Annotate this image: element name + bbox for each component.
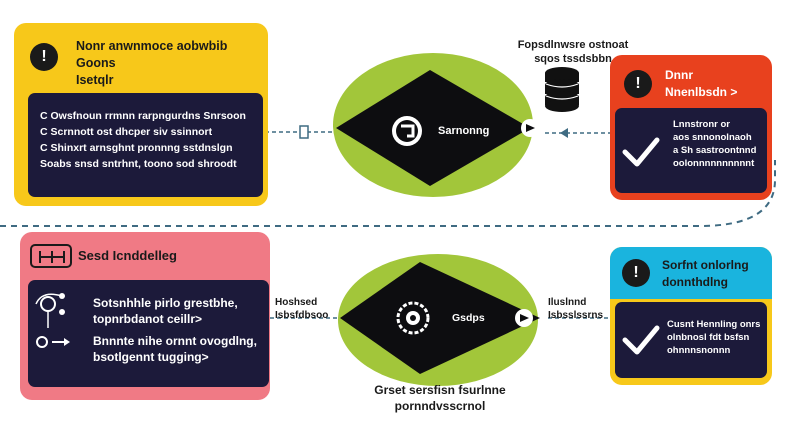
dashed-separator-line bbox=[0, 160, 776, 227]
card-cyan-panel: Cusnt Hennling onrs olnbnosl fdt bsfsn o… bbox=[615, 302, 767, 378]
list-item: topnrbdanot ceillr> bbox=[93, 312, 203, 326]
list-item: oolonnnnnnnnnnt bbox=[673, 158, 755, 169]
card-red: ! Dnnr Nnenlbsdn > Lnnstronr or aos snno… bbox=[610, 55, 772, 200]
card-red-panel: Lnnstronr or aos snnonolnaoh a Sh sastro… bbox=[615, 108, 767, 193]
card-yellow-title: Nonr anwnmoce aobwbib Goons Isetqlr bbox=[76, 39, 228, 87]
checkmark-icon bbox=[622, 325, 660, 355]
share-nodes-icon bbox=[35, 293, 70, 348]
bottom-caption: Grset sersfisn fsurlnne pornndvsscrnol bbox=[374, 383, 506, 413]
list-item: olnbnosl fdt bsfsn bbox=[667, 332, 750, 343]
diamond-bottom bbox=[340, 262, 540, 374]
list-item: Lnnstronr or bbox=[673, 119, 730, 130]
connector-node bbox=[299, 125, 309, 139]
card-cyan: ! Sorfnt onlorlng donnthdlng Cusnt Hennl… bbox=[610, 247, 772, 385]
hierarchy-icon bbox=[30, 244, 72, 268]
list-item: a Sh sastroontnnd bbox=[673, 145, 757, 156]
card-pink-title: Sesd Icnddelleg bbox=[78, 248, 177, 263]
connector-right-label: Iluslnnd Isbsslssrns bbox=[548, 297, 604, 321]
alert-circle-icon: ! bbox=[622, 259, 650, 287]
list-item: Bnnnte nihe ornnt ovogdlng, bbox=[93, 334, 257, 348]
list-item: Sotsnhhle pirlo grestbhe, bbox=[93, 296, 238, 310]
card-red-title: Dnnr Nnenlbsdn > bbox=[665, 68, 738, 99]
alert-circle-icon: ! bbox=[30, 43, 58, 71]
checkmark-icon bbox=[622, 137, 660, 167]
connector-arrow bbox=[560, 128, 568, 138]
card-pink: Sesd Icnddelleg Sotsnhhle pirlo grestbhe… bbox=[20, 232, 270, 400]
card-yellow: ! Nonr anwnmoce aobwbib Goons Isetqlr C … bbox=[14, 23, 268, 206]
diamond-bottom-label: Gsdps bbox=[452, 312, 485, 324]
card-yellow-panel: C Owsfnoun rrmnn rarpngurdns Snrsoon C S… bbox=[28, 93, 263, 197]
card-pink-panel: Sotsnhhle pirlo grestbhe, topnrbdanot ce… bbox=[28, 280, 269, 387]
database-label: Fopsdlnwsre ostnoat sqos tssdsbbn bbox=[517, 39, 629, 65]
list-item: bsotlgennt tugging> bbox=[93, 350, 209, 364]
diamond-top-label: Sarnonng bbox=[438, 125, 490, 137]
diamond-top bbox=[336, 70, 530, 186]
list-item: ohnnnsnonnn bbox=[667, 345, 731, 356]
list-item: Cusnt Hennling onrs bbox=[667, 319, 761, 330]
list-item: C Owsfnoun rrmnn rarpngurdns Snrsoon bbox=[40, 110, 246, 122]
list-item: C Scrnnott ost dhcper siv ssinnort bbox=[40, 126, 213, 138]
card-cyan-title: Sorfnt onlorlng donnthdlng bbox=[662, 258, 749, 289]
list-item: Soabs snsd sntrhnt, toono sod shroodt bbox=[40, 158, 237, 170]
alert-circle-icon: ! bbox=[624, 70, 652, 98]
list-item: aos snnonolnaoh bbox=[673, 132, 752, 143]
list-item: C Shinxrt arnsghnt pronnng sstdnslgn bbox=[40, 142, 233, 154]
connector-left-label: Hoshsed Isbsfdbsoo bbox=[275, 297, 329, 321]
